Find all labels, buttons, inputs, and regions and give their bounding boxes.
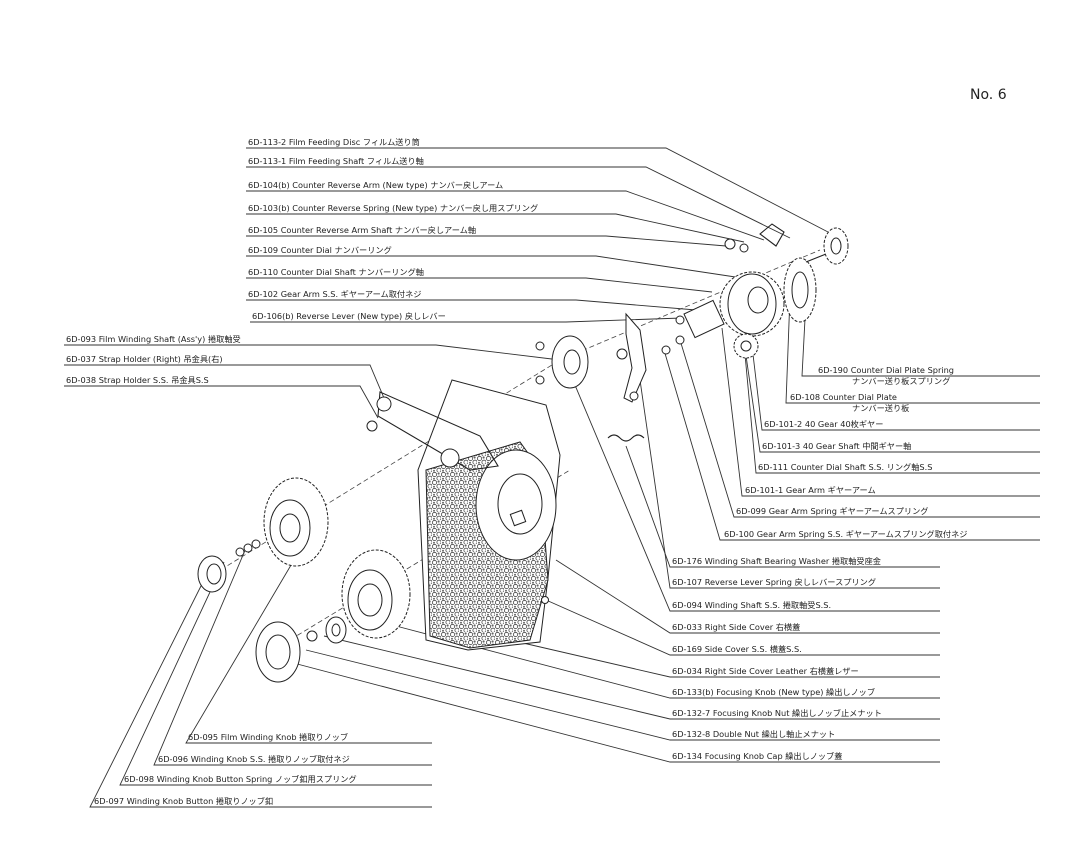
callout-label: 6D-132-8 Double Nut 繰出し軸止メナット <box>672 729 835 739</box>
callout-label: 6D-109 Counter Dial ナンバーリング <box>248 245 392 255</box>
callout-label: 6D-095 Film Winding Knob 捲取りノッブ <box>188 732 348 742</box>
callout-label: 6D-038 Strap Holder S.S. 吊金具S.S <box>66 375 209 385</box>
callout-label: 6D-034 Right Side Cover Leather 右横蓋レザー <box>672 666 859 676</box>
callout-label: ナンバー送り板スプリング <box>852 376 950 386</box>
callout-label: 6D-098 Winding Knob Button Spring ノッブ釦用ス… <box>124 774 357 784</box>
leader-lines <box>64 147 1040 808</box>
callout-label: 6D-094 Winding Shaft S.S. 捲取軸受S.S. <box>672 600 831 610</box>
focusing-knob <box>255 549 411 683</box>
callout-label: 6D-132-7 Focusing Knob Nut 繰出しノッブ止メナット <box>672 708 882 718</box>
right-side-cover <box>376 379 561 651</box>
callout-label: ナンバー送り板 <box>852 403 909 413</box>
callout-label: 6D-037 Strap Holder (Right) 吊金具(右) <box>66 354 223 364</box>
callout-label: 6D-105 Counter Reverse Arm Shaft ナンバー戻しア… <box>248 225 476 235</box>
callout-label: 6D-176 Winding Shaft Bearing Washer 捲取軸受… <box>672 556 881 566</box>
callout-label: 6D-097 Winding Knob Button 捲取りノッブ釦 <box>94 796 273 806</box>
callout-label: 6D-099 Gear Arm Spring ギヤーアームスプリング <box>736 506 929 516</box>
callout-label: 6D-110 Counter Dial Shaft ナンバーリング軸 <box>248 267 424 277</box>
counter-gear-assembly <box>661 223 849 359</box>
callout-label: 6D-101-2 40 Gear 40枚ギヤー <box>764 419 883 429</box>
callout-label: 6D-113-2 Film Feeding Disc フィルム送り筒 <box>248 137 420 147</box>
callout-label: 6D-133(b) Focusing Knob (New type) 繰出しノッ… <box>672 687 875 697</box>
callout-label: 6D-107 Reverse Lever Spring 戻しレバースプリング <box>672 577 876 587</box>
callout-label: 6D-190 Counter Dial Plate Spring <box>818 365 954 375</box>
callout-label: 6D-101-3 40 Gear Shaft 中間ギヤー軸 <box>762 441 911 451</box>
winding-shaft-assembly <box>366 335 589 604</box>
page-number: No. 6 <box>970 87 1007 103</box>
callout-label: 6D-101-1 Gear Arm ギヤーアーム <box>745 485 876 495</box>
callout-label: 6D-102 Gear Arm S.S. ギヤーアーム取付ネジ <box>248 289 421 299</box>
callout-label: 6D-113-1 Film Feeding Shaft フィルム送り軸 <box>248 156 424 166</box>
callout-label: 6D-108 Counter Dial Plate <box>790 392 897 402</box>
callout-label: 6D-104(b) Counter Reverse Arm (New type)… <box>248 180 503 190</box>
callout-label: 6D-106(b) Reverse Lever (New type) 戻しレバー <box>252 311 446 321</box>
callout-label: 6D-103(b) Counter Reverse Spring (New ty… <box>248 203 538 213</box>
callout-label: 6D-100 Gear Arm Spring S.S. ギヤーアームスプリング取… <box>724 529 967 539</box>
reverse-lever <box>607 312 647 442</box>
callout-label: 6D-093 Film Winding Shaft (Ass'y) 捲取軸受 <box>66 334 241 344</box>
callout-label: 6D-111 Counter Dial Shaft S.S. リング軸S.S <box>758 462 932 472</box>
callout-label: 6D-033 Right Side Cover 右横蓋 <box>672 622 800 632</box>
callout-labels: 6D-113-2 Film Feeding Disc フィルム送り筒 6D-11… <box>66 137 967 806</box>
callout-label: 6D-169 Side Cover S.S. 横蓋S.S. <box>672 644 802 654</box>
callout-label: 6D-096 Winding Knob S.S. 捲取りノッブ取付ネジ <box>158 754 350 764</box>
callout-label: 6D-134 Focusing Knob Cap 繰出しノッブ蓋 <box>672 751 842 761</box>
film-winding-knob <box>197 477 329 593</box>
